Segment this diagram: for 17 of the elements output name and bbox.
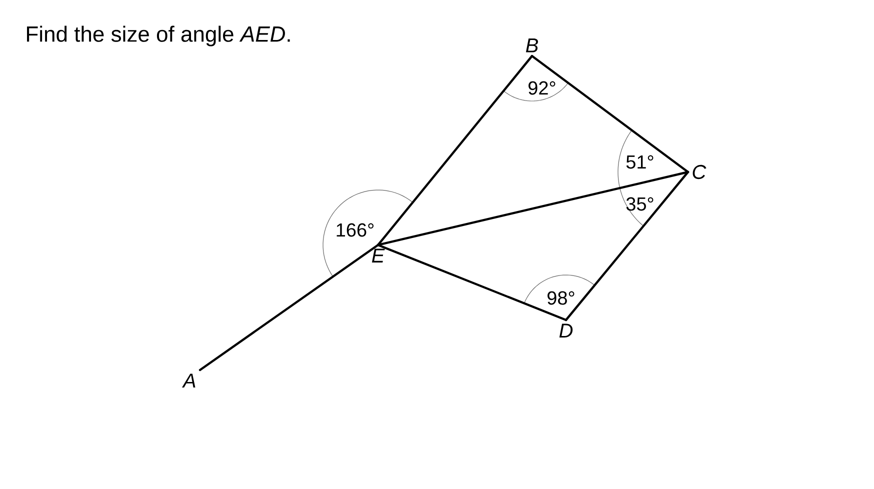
vertex-label: A [182, 374, 196, 388]
vertex-label: D [559, 324, 573, 338]
angle-label: 51° [626, 155, 654, 169]
question-text: Find the size of angle AED. [27, 26, 290, 46]
line-segment [376, 170, 690, 246]
line-segment [376, 244, 568, 322]
angle-label: 35° [626, 197, 654, 211]
angle-label: 98° [548, 291, 574, 305]
line-segment [376, 54, 534, 246]
angle-label: 92° [528, 81, 556, 95]
vertex-label: B [526, 38, 538, 52]
angle-label: 166° [336, 223, 374, 237]
vertex-label: E [372, 248, 385, 262]
line-segment [564, 170, 690, 322]
line-segment [530, 54, 690, 174]
vertex-label: C [692, 164, 706, 180]
line-segment [198, 244, 380, 372]
